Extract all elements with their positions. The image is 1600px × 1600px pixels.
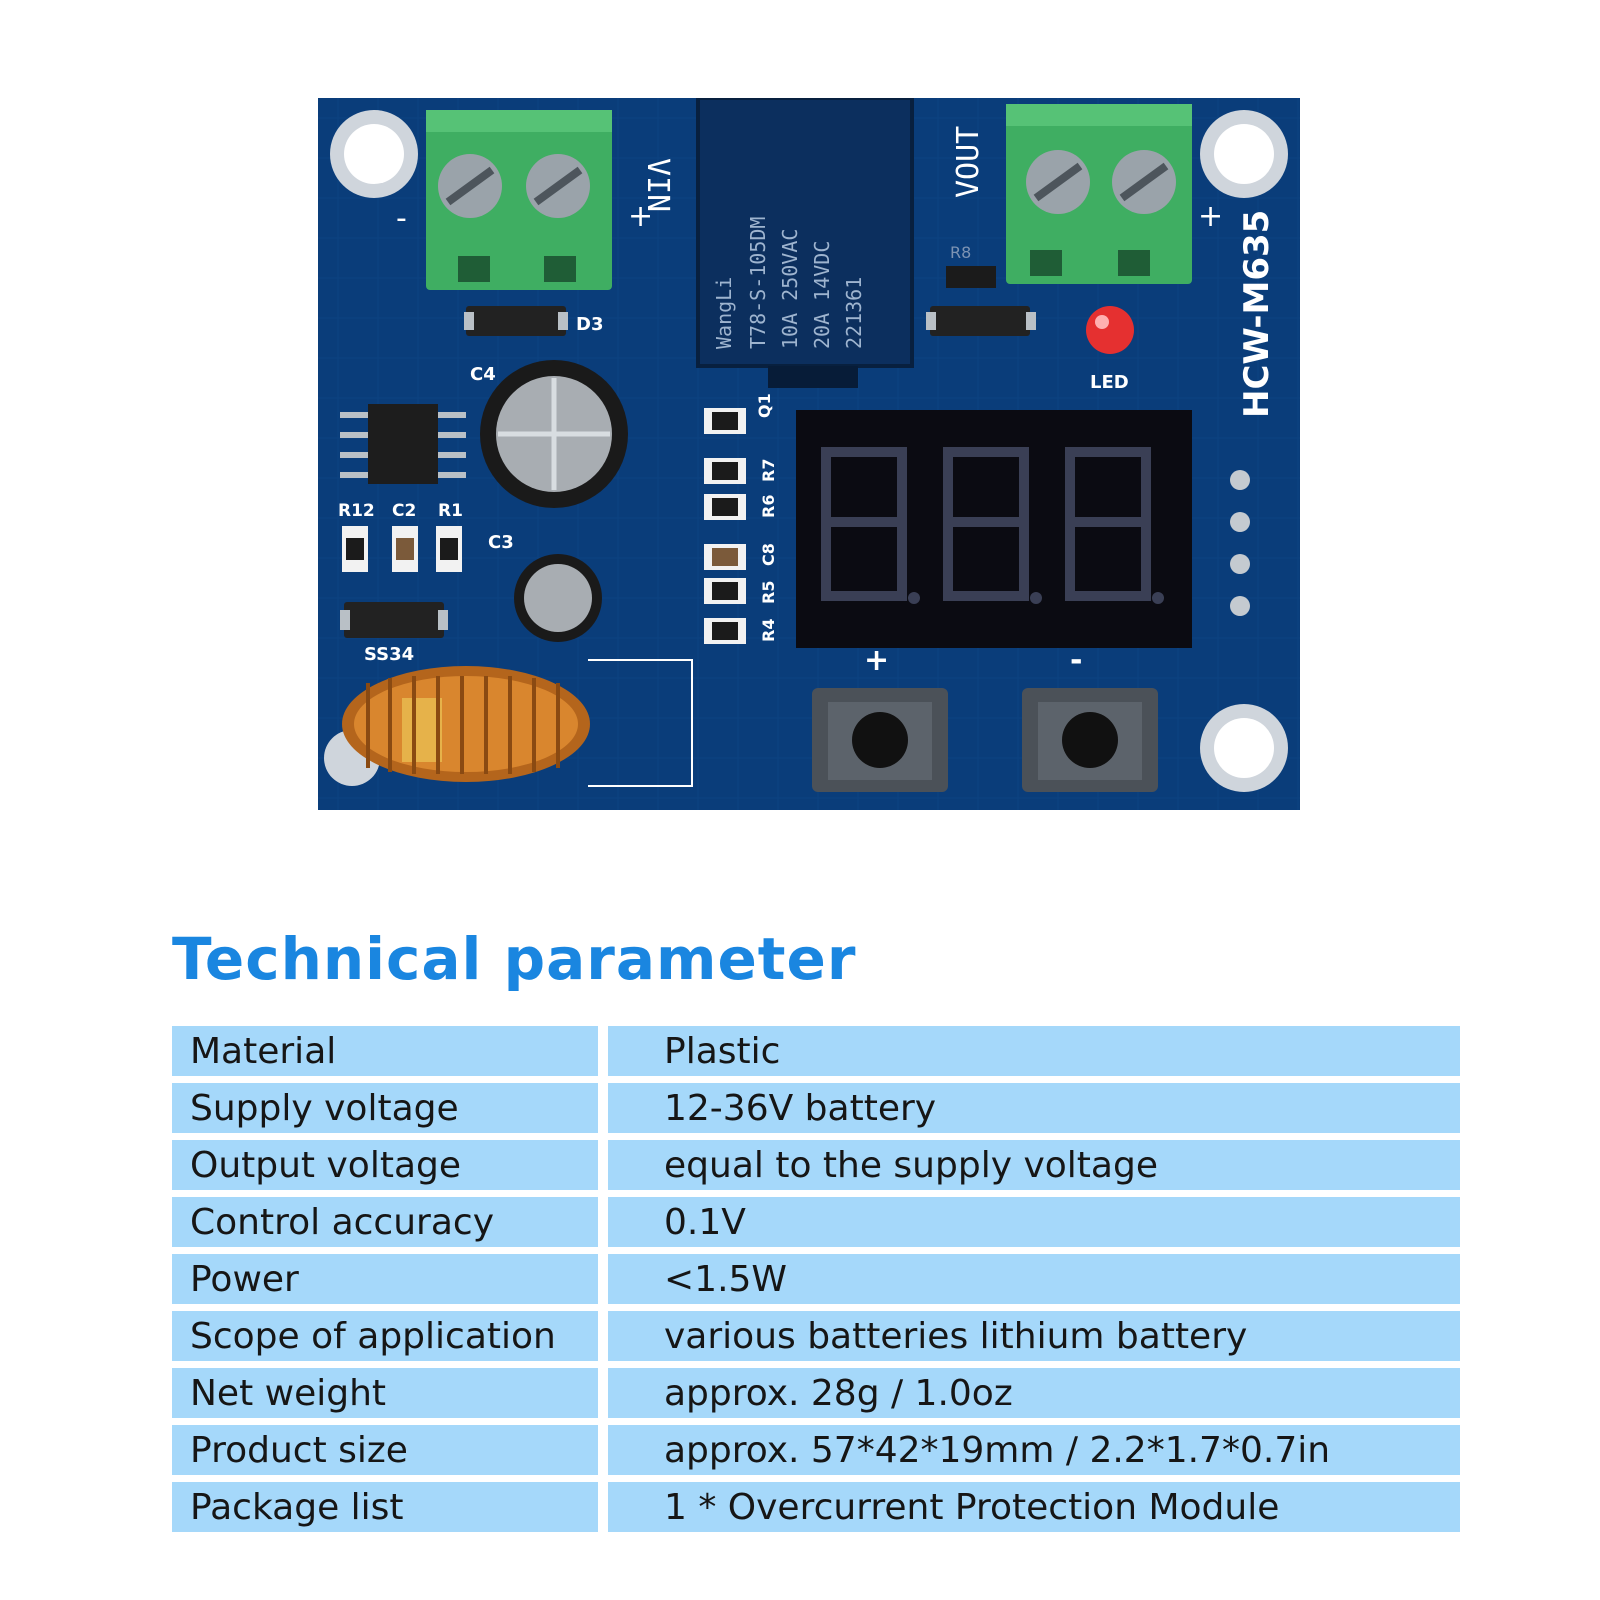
product-image-pcb: VIN + - WangLi T78-S-105DM 10A 250VAC 20… <box>318 98 1300 810</box>
c2-label: C2 <box>392 501 416 521</box>
parameter-label: Power <box>172 1254 598 1304</box>
c4-label: C4 <box>470 364 496 385</box>
mounting-hole-top-left <box>330 110 418 198</box>
smd-r1 <box>436 526 462 572</box>
parameter-value: approx. 57*42*19mm / 2.2*1.7*0.7in <box>608 1425 1460 1475</box>
r5-label: R5 <box>759 581 778 604</box>
parameter-value: Plastic <box>608 1026 1460 1076</box>
smd-c2 <box>392 526 418 572</box>
parameter-label: Package list <box>172 1482 598 1532</box>
vout-terminal-block <box>1006 104 1192 284</box>
relay-text-1: WangLi <box>712 277 736 349</box>
parameter-value: approx. 28g / 1.0oz <box>608 1368 1460 1418</box>
mounting-hole-bottom-right <box>1200 704 1288 792</box>
button-plus-label: + <box>864 643 889 678</box>
seven-segment-display <box>796 410 1192 648</box>
parameter-label: Scope of application <box>172 1311 598 1361</box>
parameter-value: 1 * Overcurrent Protection Module <box>608 1482 1460 1532</box>
parameter-value: equal to the supply voltage <box>608 1140 1460 1190</box>
vin-minus-label: - <box>396 201 407 236</box>
button-minus-label: - <box>1070 643 1082 678</box>
vin-plus-label: + <box>628 199 653 234</box>
parameter-label: Control accuracy <box>172 1197 598 1247</box>
r6-label: R6 <box>759 495 778 518</box>
parameter-value: 12-36V battery <box>608 1083 1460 1133</box>
c3-label: C3 <box>488 532 514 553</box>
smd-column <box>704 408 746 644</box>
vout-plus-label: + <box>1198 199 1223 234</box>
parameter-value: various batteries lithium battery <box>608 1311 1460 1361</box>
relay-text-3: 10A 250VAC <box>778 229 802 349</box>
vin-label: VIN <box>640 158 675 212</box>
relay: WangLi T78-S-105DM 10A 250VAC 20A 14VDC … <box>696 98 914 388</box>
r8-label: R8 <box>950 243 971 262</box>
relay-text-4: 20A 14VDC <box>810 241 834 349</box>
r1-label: R1 <box>438 501 463 521</box>
led-label: LED <box>1090 372 1129 393</box>
relay-text-5: 221361 <box>842 277 866 349</box>
led <box>1086 306 1134 354</box>
vout-label: VOUT <box>951 126 986 198</box>
header-pins <box>1230 470 1250 616</box>
section-title: Technical parameter <box>172 925 857 993</box>
parameter-label: Material <box>172 1026 598 1076</box>
resistor-r8 <box>946 266 996 288</box>
mounting-hole-top-right <box>1200 110 1288 198</box>
capacitor-c4 <box>480 360 628 508</box>
toroid-inductor <box>342 659 693 787</box>
vin-terminal-block <box>426 110 612 290</box>
diode-ss34 <box>340 602 448 638</box>
parameter-row: Power<1.5W <box>172 1254 1460 1304</box>
relay-text-2: T78-S-105DM <box>746 217 770 349</box>
r12-label: R12 <box>338 501 375 521</box>
c8-label: C8 <box>759 543 778 566</box>
push-button-minus <box>1022 688 1158 792</box>
r7-label: R7 <box>759 459 778 482</box>
parameter-label: Product size <box>172 1425 598 1475</box>
model-label: HCW-M635 <box>1237 210 1277 418</box>
parameter-label: Net weight <box>172 1368 598 1418</box>
push-button-plus <box>812 688 948 792</box>
diode-output <box>926 306 1036 336</box>
ss34-label: SS34 <box>364 644 414 665</box>
parameter-label: Supply voltage <box>172 1083 598 1133</box>
smd-r12 <box>342 526 368 572</box>
capacitor-c3 <box>514 554 602 642</box>
diode-d3 <box>464 306 568 336</box>
r4-label: R4 <box>759 619 778 642</box>
d3-label: D3 <box>576 314 603 335</box>
parameter-value: 0.1V <box>608 1197 1460 1247</box>
parameter-value: <1.5W <box>608 1254 1460 1304</box>
parameter-label: Output voltage <box>172 1140 598 1190</box>
ic-chip <box>340 404 466 484</box>
q1-label: Q1 <box>755 393 774 418</box>
